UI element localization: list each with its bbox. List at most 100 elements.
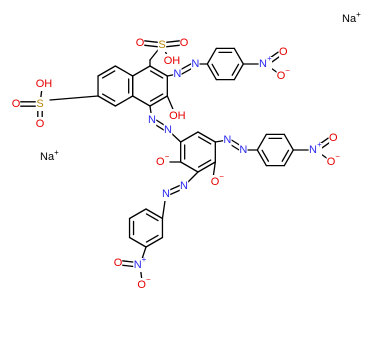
nitro-o-right-1: O [329,132,338,144]
nitro-o-top-2: O− [277,66,291,82]
nitrophenyl-top-ring [233,63,244,81]
hydroxyl-sulfonate-left: OH [36,78,53,90]
nitro-o-bottom-1-bg [113,256,123,270]
nitro-o-top-1: O [279,46,288,58]
phenolate-o-left-bg [155,155,170,169]
oxygen-left-left-bg [11,97,21,111]
nitrophenyl-bottom-ring-inner [145,213,159,222]
nitrophenyl-bottom-ring-inner [145,234,159,243]
azo-n-bottom-1: N [180,180,188,192]
azo-n-right-2: N [239,144,247,156]
naphthalene-left-ring [97,65,117,77]
oxygen-left-left: O [12,98,21,110]
naphthalene-left-ring [114,95,134,107]
naphthol-hydroxyl: OH [169,110,186,122]
naphthalene-left-ring-inner [101,93,116,102]
naphthalene-right-ring-inner [149,93,164,102]
nitrophenyl-bottom-ring [145,208,164,220]
bond-c-oh [166,95,174,111]
central-ring [180,131,199,143]
bond-c-o-right [212,161,216,177]
nitro-n-top: N+ [259,54,272,70]
azo-n-top-2: N [191,58,199,70]
nitrophenyl-right-ring-inner [261,149,270,162]
nitro-n-right: N+ [309,140,322,156]
azo-n-right-2-bg [239,143,248,157]
nitro-o-top-2-bg [276,69,291,83]
naphthol-hydroxyl-bg [169,109,185,123]
central-ring-inner [197,136,212,145]
azo-n-bottom-2: N [162,188,170,200]
nitro-n-bottom: N+ [134,255,147,271]
nitro-n-top-bg [258,57,273,71]
hydroxyl-sulfonate-top: OH [164,55,181,67]
sulfur-top: S [158,39,165,51]
sodium-ion-left: Na+ [40,148,59,163]
phenolate-o-right: O− [211,172,225,188]
central-ring [180,161,199,173]
nitrophenyl-top-ring [206,47,217,65]
azo-n-right-1-bg [223,133,232,147]
nitrophenyl-top-ring [206,63,217,81]
naphthalene-right-ring [132,65,151,77]
nitro-o-bottom-1: O [114,257,123,269]
naphthalene-right-ring-inner [149,70,164,79]
azo-n-right-1: N [223,134,231,146]
oxygen-top-left: O [136,37,145,49]
naphthalene-left-ring-inner [101,70,116,79]
nitro-o-top-1-bg [279,45,288,59]
naphthalene-left-ring [97,95,117,107]
naphthalene-right-ring [149,65,168,77]
nitrophenyl-top-ring-inner [231,63,240,76]
nitrophenyl-top-ring-inner [211,63,220,76]
oxygen-top-left-bg [135,36,145,50]
nitro-o-right-1-bg [329,131,338,145]
sulfur-left-bg [35,97,45,111]
nitro-n-bottom-bg [133,258,147,272]
phenolate-o-right-bg [210,175,225,189]
nitrophenyl-right-ring [283,133,294,151]
azo-n-mid-2: N [164,124,172,136]
azo-n-top-2-bg [191,57,200,71]
azo-n-mid-1: N [148,114,156,126]
nitrophenyl-right-ring [283,149,294,167]
nitro-o-right-2-bg [326,155,341,169]
oxygen-left-bottom: O [36,118,45,130]
nitrophenyl-bottom-ring [128,236,147,248]
nitrophenyl-bottom-ring [145,236,164,248]
nitrophenyl-right-ring-inner [281,149,290,162]
azo-n-bottom-1-bg [179,179,189,193]
oxygen-top-right: O [180,37,189,49]
bond-layer [19,40,332,282]
sulfur-top-bg [157,38,167,52]
nitro-o-bottom-2-bg [137,278,151,292]
nitrophenyl-right-ring [256,133,267,151]
nitro-o-right-2: O− [327,152,341,168]
azo-n-bottom-2-bg [161,187,171,201]
naphthalene-right-ring [132,95,151,107]
sulfur-left: S [36,98,43,110]
hydroxyl-sulfonate-top-bg [164,54,180,68]
hydroxyl-sulfonate-left-bg [36,77,52,91]
oxygen-left-bottom-bg [35,117,45,131]
nitrophenyl-bottom-ring [128,208,147,220]
nitro-o-bottom-2: O− [137,275,151,291]
central-ring [197,131,216,143]
naphthalene-right-ring [149,95,168,107]
azo-n-top-1-bg [173,67,182,81]
central-ring-inner [197,159,212,168]
oxygen-top-right-bg [179,36,189,50]
azo-n-top-1: N [173,68,181,80]
nitro-n-right-bg [308,143,323,157]
nitrophenyl-right-ring [256,149,267,167]
naphthalene-left-ring [114,65,134,77]
azo-n-mid-2-bg [163,123,173,137]
central-ring [197,161,216,173]
nitrophenyl-top-ring [233,47,244,65]
bond-c-s-left [49,95,99,101]
azo-n-mid-1-bg [147,113,157,127]
phenolate-o-left: O− [156,152,170,168]
